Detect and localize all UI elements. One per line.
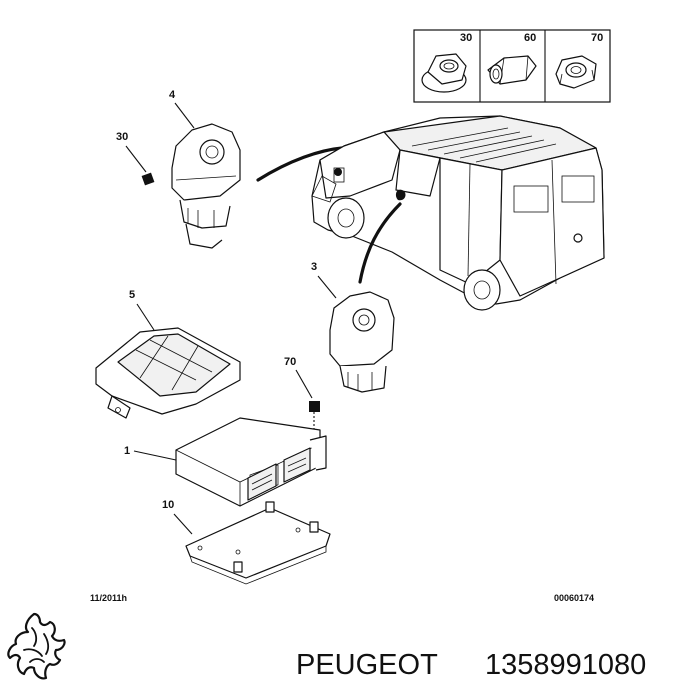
fastener-marker-30	[141, 172, 155, 186]
lead-line-3	[358, 202, 402, 284]
diagram-code: 00060174	[554, 593, 594, 603]
callout-3: 3	[311, 261, 317, 273]
part-number: 1358991080	[485, 649, 646, 681]
crash-sensor-4: 4 30	[116, 89, 241, 249]
fastener-marker-70	[309, 401, 320, 412]
airbag-control-module-1: 1	[124, 417, 327, 507]
fastener-marker-70-group: 70	[284, 356, 320, 440]
callout-10: 10	[162, 499, 174, 511]
mounting-plate-10: 10	[162, 499, 331, 585]
legend-number-70: 70	[591, 32, 603, 44]
callout-1: 1	[124, 445, 130, 457]
crash-sensor-3: 3	[311, 261, 395, 393]
sleeve-nut-icon	[487, 55, 537, 85]
flange-nut-icon	[421, 53, 467, 93]
date-code: 11/2011h	[90, 593, 127, 603]
legend-number-60: 60	[524, 32, 536, 44]
legend-number-30: 30	[460, 32, 472, 44]
callout-5: 5	[129, 289, 135, 301]
callout-30: 30	[116, 131, 128, 143]
van-illustration	[311, 115, 605, 311]
callout-4: 4	[169, 89, 176, 101]
lead-line-4	[256, 146, 344, 182]
cover-5: 5	[95, 289, 241, 419]
hex-nut-icon	[555, 55, 597, 89]
brand-name: PEUGEOT	[296, 649, 438, 681]
peugeot-lion-logo	[7, 612, 66, 680]
callout-70: 70	[284, 356, 296, 368]
fastener-legend: 30 60 70	[413, 29, 611, 103]
